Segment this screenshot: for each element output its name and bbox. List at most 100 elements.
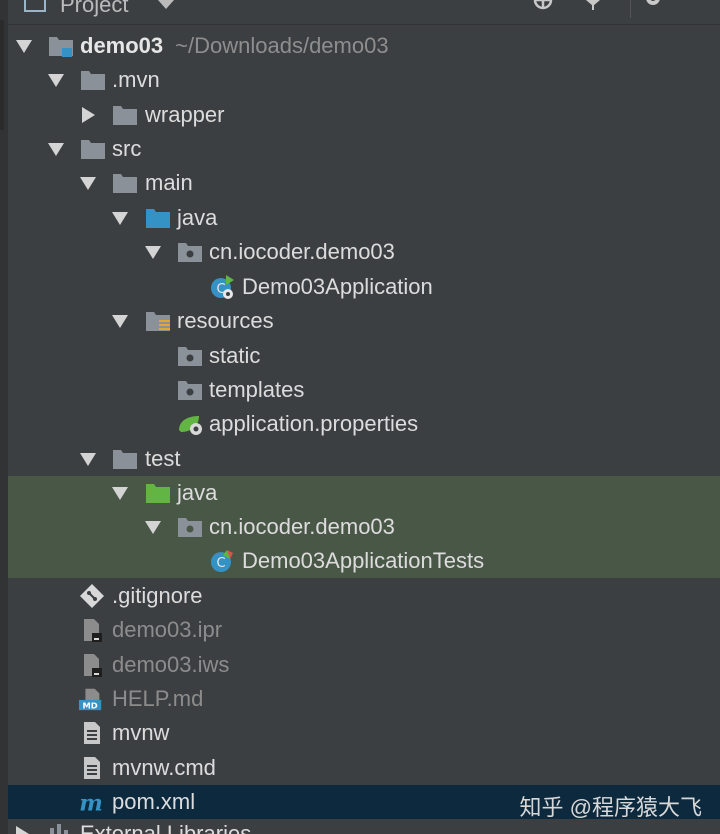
text-file-icon <box>84 722 100 744</box>
tree-item-src[interactable]: src <box>8 132 720 166</box>
tree-item-test[interactable]: test <box>8 442 720 476</box>
tree-item-label: demo03.iws <box>112 652 230 677</box>
expand-arrow-icon[interactable] <box>80 177 96 190</box>
tree-item-mvnw-cmd[interactable]: mvnw.cmd <box>8 751 720 785</box>
expand-arrow-icon[interactable] <box>80 453 96 466</box>
tree-item-main[interactable]: main <box>8 166 720 200</box>
tree-item-demo03[interactable]: demo03 ~/Downloads/demo03 <box>8 29 720 63</box>
watermark: 知乎 @程序猿大飞 <box>519 795 702 820</box>
tree-item-mvnw[interactable]: mvnw <box>8 716 720 750</box>
tree-item-label: templates <box>209 377 305 402</box>
project-path: ~/Downloads/demo03 <box>175 33 389 58</box>
gear-icon[interactable] <box>642 0 664 14</box>
expand-arrow-icon[interactable] <box>112 212 128 225</box>
tree-item-label: src <box>112 136 142 161</box>
tree-item-static[interactable]: static <box>8 339 720 373</box>
tree-item-label: .gitignore <box>112 583 203 608</box>
svg-text:MD: MD <box>82 700 97 710</box>
library-icon <box>50 824 68 834</box>
expand-arrow-icon[interactable] <box>112 315 128 328</box>
expand-arrow-icon[interactable] <box>145 521 161 534</box>
tree-item-label: mvnw.cmd <box>112 755 216 780</box>
svg-text:m: m <box>79 790 103 814</box>
tree-item-label: Demo03ApplicationTests <box>242 548 485 573</box>
collapse-all-icon[interactable] <box>582 0 604 14</box>
tree-item-pom-xml[interactable]: m pom.xml <box>8 785 720 819</box>
tree-item-main-package[interactable]: cn.iocoder.demo03 <box>8 235 720 269</box>
idea-workspace-file-icon <box>84 654 102 677</box>
test-class-icon: C <box>211 550 233 572</box>
resources-folder-icon <box>146 312 170 331</box>
chevron-down-icon[interactable] <box>158 0 174 9</box>
package-icon <box>178 243 202 262</box>
tree-item-external-libraries[interactable]: External Libraries <box>8 820 720 834</box>
collapse-arrow-icon[interactable] <box>16 826 29 834</box>
folder-icon <box>113 450 137 469</box>
tree-item-demo03-ipr[interactable]: demo03.ipr <box>8 613 720 647</box>
tree-item-test-package[interactable]: cn.iocoder.demo03 <box>8 510 720 544</box>
tree-item-label: test <box>145 446 181 471</box>
expand-arrow-icon[interactable] <box>48 143 64 156</box>
expand-arrow-icon[interactable] <box>112 487 128 500</box>
expand-arrow-icon[interactable] <box>16 40 32 53</box>
tree-item-label: .mvn <box>112 67 160 92</box>
tree-item-help-md[interactable]: MD HELP.md <box>8 682 720 716</box>
tree-item-gitignore[interactable]: .gitignore <box>8 579 720 613</box>
tree-item-label: main <box>145 170 193 195</box>
left-gutter <box>0 0 8 834</box>
toolbar-separator <box>630 0 631 18</box>
tree-item-label: java <box>177 205 218 230</box>
minimize-icon[interactable] <box>688 0 710 14</box>
tree-item-demo03-iws[interactable]: demo03.iws <box>8 648 720 682</box>
folder-icon <box>178 381 202 400</box>
tree-item-label: wrapper <box>145 102 225 127</box>
tree-item-demo03-application-tests[interactable]: C Demo03ApplicationTests <box>8 544 720 578</box>
tree-item-label: mvnw <box>112 720 170 745</box>
collapse-arrow-icon[interactable] <box>82 107 95 123</box>
locate-target-icon[interactable] <box>532 0 554 14</box>
folder-icon <box>81 71 105 90</box>
svg-text:C: C <box>216 282 225 297</box>
maven-icon: m <box>79 790 103 814</box>
tree-item-test-java[interactable]: java <box>8 476 720 510</box>
module-folder-icon <box>49 37 73 57</box>
tree-item-label: cn.iocoder.demo03 <box>209 239 395 264</box>
text-file-icon <box>84 757 100 779</box>
tree-item-label: pom.xml <box>112 789 196 814</box>
tree-item-application-properties[interactable]: application.properties <box>8 407 720 441</box>
tree-item-wrapper[interactable]: wrapper <box>8 98 720 132</box>
git-ignore-icon <box>80 584 104 608</box>
tree-item-label: External Libraries <box>80 821 252 834</box>
tree-item-label: demo03.ipr <box>112 617 223 642</box>
idea-project-file-icon <box>84 619 102 642</box>
project-name: demo03 <box>80 33 164 58</box>
package-icon <box>178 518 202 537</box>
project-toolbar: Project <box>8 0 720 25</box>
tree-item-label: cn.iocoder.demo03 <box>209 514 395 539</box>
folder-icon <box>81 140 105 159</box>
folder-icon <box>113 174 137 193</box>
tree-item-label: demo03 ~/Downloads/demo03 <box>80 32 389 60</box>
tree-item-resources[interactable]: resources <box>8 304 720 338</box>
tree-item-label: application.properties <box>209 411 419 436</box>
source-folder-icon <box>146 209 170 228</box>
tree-item-label: HELP.md <box>112 686 204 711</box>
project-view-title[interactable]: Project <box>60 0 129 17</box>
tree-item-main-java[interactable]: java <box>8 201 720 235</box>
folder-icon <box>178 347 202 366</box>
spring-boot-class-icon: C <box>211 275 234 299</box>
markdown-file-icon: MD <box>78 688 102 710</box>
svg-text:C: C <box>216 556 225 571</box>
expand-arrow-icon[interactable] <box>48 74 64 87</box>
folder-icon <box>113 106 137 125</box>
spring-properties-icon <box>179 416 202 435</box>
tree-item-demo03-application[interactable]: C Demo03Application <box>8 270 720 304</box>
tree-item-label: Demo03Application <box>242 274 433 299</box>
tree-item-label: resources <box>177 308 274 333</box>
test-source-folder-icon <box>146 484 170 503</box>
tree-item-mvn[interactable]: .mvn <box>8 63 720 97</box>
expand-arrow-icon[interactable] <box>145 246 161 259</box>
tree-item-templates[interactable]: templates <box>8 373 720 407</box>
tree-item-label: static <box>209 343 261 368</box>
